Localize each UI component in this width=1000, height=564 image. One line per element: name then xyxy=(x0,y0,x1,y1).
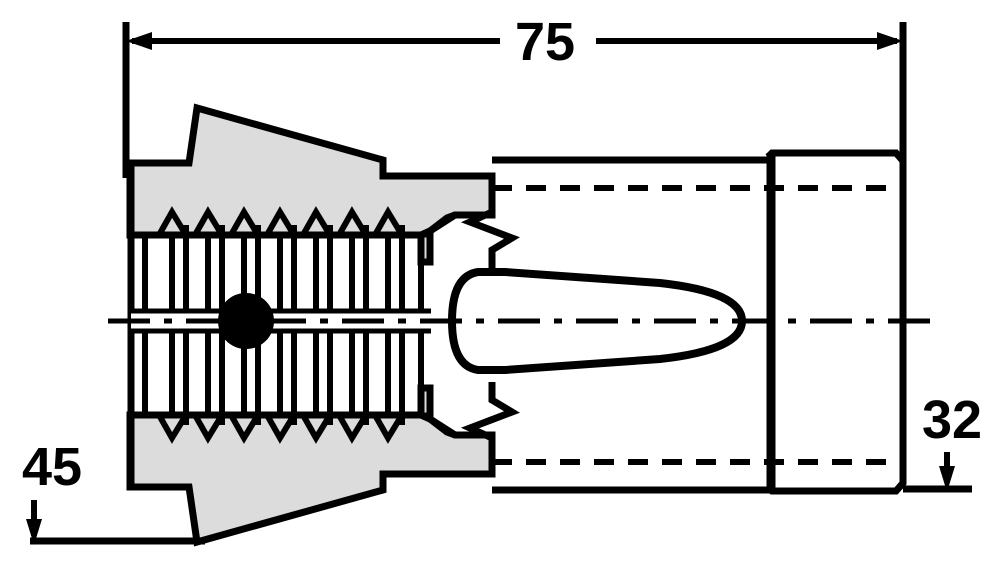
neck-fillet-bottom xyxy=(419,411,492,439)
thread-crest-top xyxy=(156,206,421,238)
break-line-upper-icon xyxy=(460,176,520,268)
dimension-body-diameter: 32 xyxy=(903,390,982,493)
thread-crest-bottom xyxy=(156,412,421,444)
dimension-label-32: 32 xyxy=(922,390,982,450)
dimension-nose-diameter: 45 xyxy=(22,437,205,545)
arrowhead-down-45-icon xyxy=(26,519,42,545)
dimension-label-75: 75 xyxy=(515,12,575,72)
hidden-bore-lines xyxy=(492,185,903,465)
arrowhead-right-icon xyxy=(877,32,903,50)
break-line-lower-icon xyxy=(460,382,520,474)
dimension-overall-length: 75 xyxy=(122,12,907,178)
arrowhead-left-icon xyxy=(126,32,152,50)
dimension-label-45: 45 xyxy=(22,437,82,497)
arrowhead-down-32-icon xyxy=(939,466,955,492)
break-lines xyxy=(460,176,520,474)
neck-fillet-top xyxy=(419,211,492,239)
